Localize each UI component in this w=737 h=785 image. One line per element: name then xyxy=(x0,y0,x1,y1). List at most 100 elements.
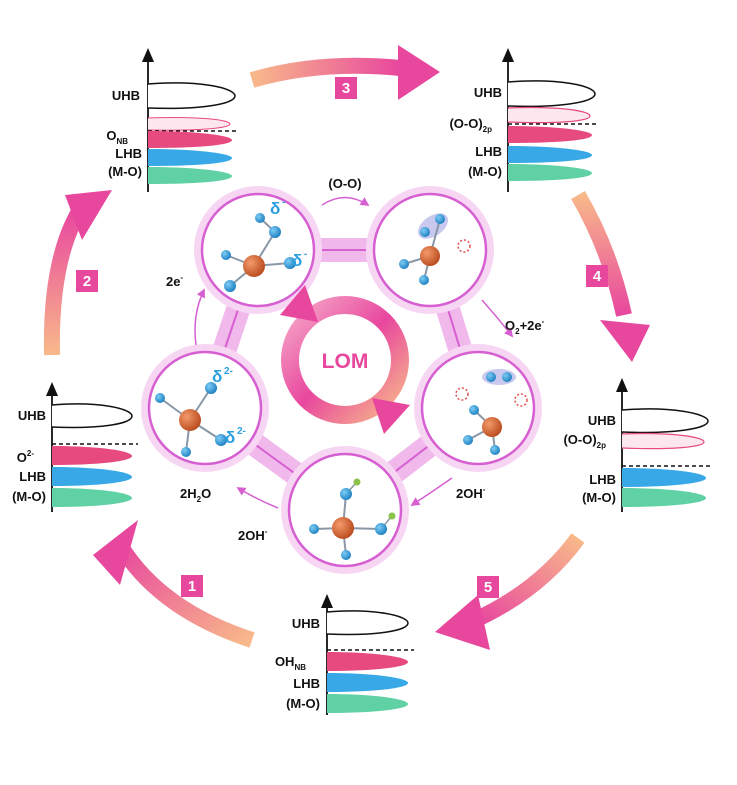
charge-delta: δ xyxy=(212,367,222,386)
svg-text:2-: 2- xyxy=(237,426,246,437)
svg-text:2H2O: 2H2O xyxy=(180,486,211,504)
svg-text:ONB: ONB xyxy=(106,128,128,146)
svg-text:LHB: LHB xyxy=(19,469,46,484)
svg-text:2-: 2- xyxy=(224,366,233,377)
svg-text:UHB: UHB xyxy=(474,85,502,100)
oxygen-atom xyxy=(435,214,445,224)
oxygen-vacancy xyxy=(514,393,528,407)
svg-text:UHB: UHB xyxy=(588,413,616,428)
svg-text:2: 2 xyxy=(83,273,91,290)
metal-atom xyxy=(482,417,502,437)
oxygen-atom xyxy=(399,259,409,269)
svg-text:OHNB: OHNB xyxy=(275,654,306,672)
svg-text:O2-: O2- xyxy=(17,449,35,465)
oxygen-vacancy xyxy=(455,387,469,401)
oxygen-atom xyxy=(155,393,165,403)
oxygen-atom xyxy=(420,227,430,237)
reaction-oo: (O-O) xyxy=(321,176,370,206)
oxygen-atom xyxy=(375,523,387,535)
charge-delta: δ xyxy=(270,199,280,218)
molecule-bottom xyxy=(309,478,396,560)
step-badge-5: 5 xyxy=(477,576,499,598)
svg-text:(M-O): (M-O) xyxy=(12,489,46,504)
oxygen-atom xyxy=(341,550,351,560)
band-diagram-top-left: UHB ONB LHB (M-O) xyxy=(106,48,236,192)
oxygen-atom xyxy=(205,382,217,394)
svg-text:O2+2e-: O2+2e- xyxy=(505,317,545,336)
reaction-2oh-left: 2OH- 2H2O xyxy=(180,486,279,543)
svg-text:UHB: UHB xyxy=(292,616,320,631)
step-badge-4: 4 xyxy=(586,265,608,287)
metal-atom xyxy=(243,255,265,277)
reaction-o2-release: O2+2e- xyxy=(481,299,545,338)
svg-text:(M-O): (M-O) xyxy=(286,696,320,711)
svg-text:2OH-: 2OH- xyxy=(238,527,268,543)
outer-arrow-2 xyxy=(43,190,112,356)
oxygen-atom xyxy=(463,435,473,445)
lom-label: LOM xyxy=(322,350,369,373)
step-badge-2: 2 xyxy=(76,270,98,292)
oxygen-atom xyxy=(502,372,512,382)
molecule-top-left: δ - δ - xyxy=(221,197,307,292)
oxygen-atom xyxy=(269,226,281,238)
svg-text:3: 3 xyxy=(342,80,350,97)
reaction-2e: 2e- xyxy=(166,273,205,346)
oxygen-atom xyxy=(224,280,236,292)
svg-text:-: - xyxy=(282,197,285,208)
oxygen-atom xyxy=(255,213,265,223)
reaction-2oh-right: 2OH- xyxy=(410,477,486,506)
oxygen-atom xyxy=(469,405,479,415)
band-diagram-left: UHB O2- LHB (M-O) xyxy=(12,382,138,512)
outer-arrow-1 xyxy=(93,520,255,648)
svg-text:4: 4 xyxy=(593,268,602,285)
svg-text:2e-: 2e- xyxy=(166,273,183,289)
svg-text:-: - xyxy=(304,249,307,260)
outer-arrow-5 xyxy=(435,533,585,650)
metal-atom xyxy=(420,246,440,266)
svg-text:LHB: LHB xyxy=(115,146,142,161)
oxygen-atom xyxy=(340,488,352,500)
charge-delta: δ xyxy=(225,428,235,447)
band-diagram-right: UHB (O-O)2p LHB (M-O) xyxy=(563,378,712,512)
svg-text:(O-O)2p: (O-O)2p xyxy=(563,432,606,450)
hydrogen-atom xyxy=(353,478,361,486)
oxygen-atom xyxy=(215,434,227,446)
charge-delta: δ xyxy=(292,251,302,270)
outer-arrow-3 xyxy=(249,45,440,100)
oxygen-atom xyxy=(309,524,319,534)
lom-cycle: LOM xyxy=(280,285,410,434)
band-diagram-bottom: UHB OHNB LHB (M-O) xyxy=(275,594,414,715)
step-badge-3: 3 xyxy=(335,77,357,99)
oxygen-atom xyxy=(221,250,231,260)
oxygen-atom xyxy=(181,447,191,457)
oxygen-atom xyxy=(490,445,500,455)
svg-text:(O-O): (O-O) xyxy=(328,176,361,191)
hydrogen-atom xyxy=(388,512,396,520)
step-badge-1: 1 xyxy=(181,575,203,597)
oxygen-atom xyxy=(419,275,429,285)
molecule-left: δ 2- δ 2- xyxy=(155,366,246,457)
oxygen-atom xyxy=(284,257,296,269)
svg-text:5: 5 xyxy=(484,579,492,596)
outer-arrow-4 xyxy=(571,190,650,362)
svg-text:UHB: UHB xyxy=(18,408,46,423)
svg-text:(M-O): (M-O) xyxy=(108,164,142,179)
svg-text:LHB: LHB xyxy=(589,472,616,487)
svg-text:UHB: UHB xyxy=(112,88,140,103)
svg-text:(M-O): (M-O) xyxy=(582,490,616,505)
svg-text:LHB: LHB xyxy=(475,144,502,159)
oxygen-atom xyxy=(486,372,496,382)
molecule-right xyxy=(455,369,528,455)
band-diagram-top-right: UHB (O-O)2p LHB (M-O) xyxy=(449,48,596,192)
svg-text:LHB: LHB xyxy=(293,676,320,691)
svg-text:2OH-: 2OH- xyxy=(456,485,486,501)
svg-text:1: 1 xyxy=(188,578,196,595)
molecule-top-right xyxy=(399,213,471,285)
metal-atom xyxy=(332,517,354,539)
svg-text:(O-O)2p: (O-O)2p xyxy=(449,116,492,134)
oxygen-vacancy xyxy=(457,239,471,253)
node-left xyxy=(141,344,269,472)
metal-atom xyxy=(179,409,201,431)
svg-text:(M-O): (M-O) xyxy=(468,164,502,179)
